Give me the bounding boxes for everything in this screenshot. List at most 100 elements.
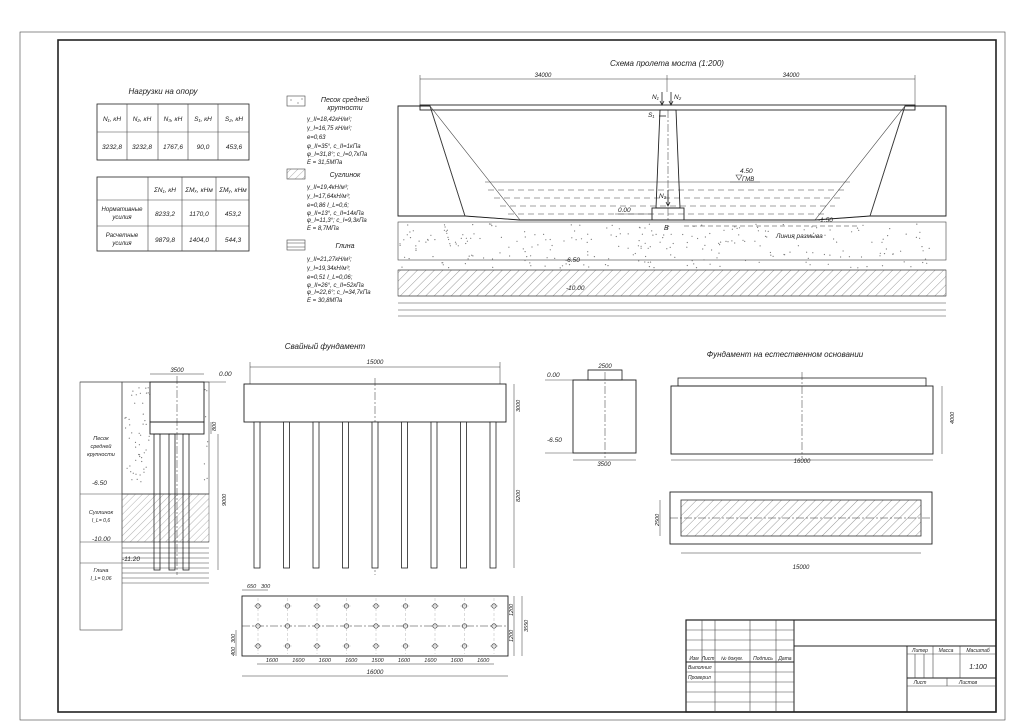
sand-dot xyxy=(483,257,485,259)
tb-role-check: Проверил xyxy=(688,675,711,681)
plan-left1: 400 xyxy=(231,646,237,656)
sand-dot xyxy=(644,242,646,244)
sand-dot xyxy=(586,241,588,243)
forces-value: 544,3 xyxy=(225,237,242,244)
sand-dot xyxy=(449,243,451,245)
left-abutment xyxy=(397,105,466,217)
sand-dot xyxy=(545,239,547,241)
sand-dot xyxy=(693,263,695,265)
span-left-dim: 34000 xyxy=(535,73,552,79)
side-loam-zone xyxy=(121,493,210,543)
sand-dot xyxy=(789,251,791,253)
soil-prop: φ_I=11,3°; c_I=9,3кПа xyxy=(307,218,367,224)
sand-dot xyxy=(668,225,670,227)
loads-value: 1767,6 xyxy=(163,144,183,151)
nat-side-block xyxy=(572,379,637,454)
sand-dot xyxy=(544,265,546,267)
side-pile-len: 9000 xyxy=(222,493,228,506)
sand-dot xyxy=(842,250,844,252)
tb-scale: 1:100 xyxy=(969,664,987,671)
sand-dot xyxy=(448,238,450,241)
side-level-0: 0.00 xyxy=(219,371,232,378)
sand-dot xyxy=(407,224,409,226)
nat-front-height: 4000 xyxy=(950,411,956,424)
sand-dot xyxy=(618,228,621,230)
sand-dot xyxy=(805,261,807,263)
sand-dot xyxy=(142,423,144,425)
sand-dot xyxy=(922,250,924,252)
sand-dot xyxy=(432,256,434,258)
sand-dot xyxy=(399,244,401,246)
front-pile xyxy=(253,421,261,569)
sand-dot xyxy=(143,452,145,454)
plan-right2: 1200 xyxy=(509,629,515,642)
soil-prop: φ_II=35°, c_II=1кПа xyxy=(307,144,361,150)
sand-dot xyxy=(408,258,410,260)
sand-dot xyxy=(206,390,208,392)
plan-spacing-dim: 1600 xyxy=(451,658,464,664)
side-soil1: Песок xyxy=(93,436,109,442)
sand-dot xyxy=(653,267,655,269)
sand-dot xyxy=(406,234,408,236)
sand-dot xyxy=(627,247,629,249)
sand-dot xyxy=(415,245,417,247)
loam-layer xyxy=(397,269,947,297)
sand-dot xyxy=(691,260,693,262)
sand-dot xyxy=(881,265,884,267)
soil-prop: e=0,51 I_L=0,06; xyxy=(307,275,353,281)
sand-dot xyxy=(455,243,457,245)
sand-dot xyxy=(663,234,665,236)
sand-dot xyxy=(641,233,644,235)
sand-dot xyxy=(140,434,142,436)
sand-dots xyxy=(399,223,930,269)
loads-value: 453,6 xyxy=(226,144,243,151)
sand-dot xyxy=(124,417,126,419)
sand-dot xyxy=(445,230,447,232)
sand-dot xyxy=(674,256,676,258)
sand-dot xyxy=(858,229,860,231)
sand-dot xyxy=(812,252,814,254)
side-clay-zone xyxy=(122,547,209,584)
sand-dot xyxy=(879,255,881,257)
sand-dot xyxy=(691,235,693,237)
sand-dot xyxy=(543,233,545,235)
sand-dot xyxy=(764,230,767,232)
s1-label: S₁ xyxy=(648,112,654,119)
sand-dot xyxy=(638,240,640,242)
sand-dot xyxy=(579,224,581,226)
sand-dot xyxy=(418,240,420,242)
sand-dot xyxy=(132,472,134,474)
soil-name: Глина xyxy=(335,243,354,250)
sand-dot xyxy=(803,229,805,231)
sand-dot xyxy=(866,266,868,268)
sand-dot xyxy=(922,261,924,264)
sand-dot xyxy=(466,240,468,242)
sand-dot xyxy=(468,255,470,257)
sand-dot xyxy=(651,230,653,232)
sand-dot xyxy=(207,441,209,443)
sand-dot xyxy=(129,424,131,426)
front-cap-dim: 3000 xyxy=(516,399,522,412)
sand-dot xyxy=(135,473,137,475)
loads-header: S₁, кН xyxy=(194,116,212,123)
sand-dot xyxy=(472,255,474,257)
soil-legend: Песок средней крупности γ_II=18,42кН/м³;… xyxy=(286,95,371,304)
soil-prop: E = 30,8МПа xyxy=(307,298,343,304)
scour-line-label: Линия размыва xyxy=(775,233,823,240)
sand-dot xyxy=(460,237,462,239)
sand-dot xyxy=(666,248,668,250)
sand-dot xyxy=(571,237,573,239)
sand-dot xyxy=(672,242,674,245)
sand-dot xyxy=(427,238,429,241)
tb-col-doc: № докум. xyxy=(721,656,743,662)
sand-dot xyxy=(718,242,720,244)
sand-dot xyxy=(611,224,613,226)
sand-dot xyxy=(135,394,137,396)
sand-dot xyxy=(697,237,699,240)
sand-dot xyxy=(759,245,761,247)
front-piles xyxy=(253,421,497,569)
natural-title: Фундамент на естественном основании xyxy=(707,350,864,359)
forces-row-label: Нормативные xyxy=(102,207,144,213)
plan-spacing-dim: 1600 xyxy=(424,658,437,664)
